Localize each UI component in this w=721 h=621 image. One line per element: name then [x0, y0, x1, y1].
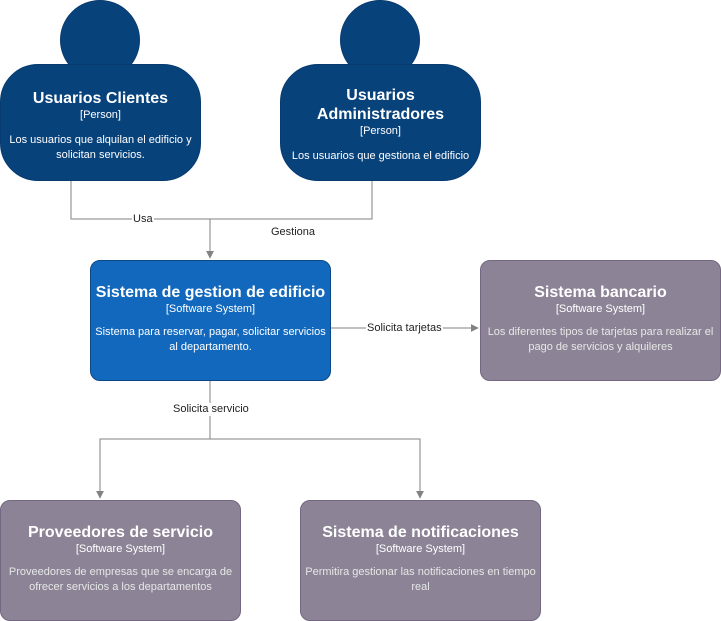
node-title: Sistema bancario: [534, 284, 667, 301]
node-description: Proveedores de empresas que se encarga d…: [8, 566, 233, 578]
node-title: Proveedores de servicio: [28, 524, 213, 541]
edge-solicita-servicio-notificaciones: [210, 438, 424, 499]
node-description: Los usuarios que alquilan el edificio y: [9, 134, 192, 146]
node-title: Sistema de notificaciones: [322, 524, 519, 541]
person-usuarios-clientes[interactable]: Usuarios Clientes [Person] Los usuarios …: [0, 64, 201, 181]
edge-label-gestiona: Gestiona: [270, 226, 317, 239]
node-description: solicitan servicios.: [56, 149, 145, 161]
system-bancario[interactable]: Sistema bancario [Software System] Los d…: [480, 260, 721, 381]
node-description: al departamento.: [169, 341, 252, 353]
system-gestion-edificio[interactable]: Sistema de gestion de edificio [Software…: [90, 260, 331, 381]
node-description: Los usuarios que gestiona el edificio: [291, 150, 470, 162]
node-stereotype: [Software System]: [165, 303, 256, 315]
edge-gestiona: [210, 180, 373, 220]
edge-solicita-servicio-proveedores: [96, 438, 210, 499]
node-title: Usuarios Clientes: [32, 90, 169, 107]
node-title: Sistema de gestion de edificio: [95, 284, 326, 301]
node-description: ofrecer servicios a los departamentos: [29, 581, 212, 593]
node-description: Permitira gestionar las notificaciones e…: [305, 566, 536, 578]
node-stereotype: [Software System]: [555, 303, 646, 315]
node-title: Administradores: [316, 106, 445, 123]
node-stereotype: [Software System]: [75, 543, 166, 555]
system-proveedores-servicio[interactable]: Proveedores de servicio [Software System…: [0, 500, 241, 621]
node-description: Los diferentes tipos de tarjetas para re…: [487, 326, 714, 338]
edge-label-solicita-servicio: Solicita servicio: [172, 403, 250, 416]
node-description: Sistema para reservar, pagar, solicitar …: [95, 326, 326, 338]
person-usuarios-administradores[interactable]: Usuarios Administradores [Person] Los us…: [280, 64, 481, 181]
node-stereotype: [Person]: [360, 125, 401, 137]
node-stereotype: [Person]: [80, 109, 121, 121]
node-description: pago de servicios y alquileres: [528, 341, 673, 353]
node-stereotype: [Software System]: [375, 543, 466, 555]
node-description: real: [411, 581, 430, 593]
system-notificaciones[interactable]: Sistema de notificaciones [Software Syst…: [300, 500, 541, 621]
edge-label-solicita-tarjetas: Solicita tarjetas: [366, 322, 443, 335]
node-title: Usuarios: [346, 87, 415, 104]
edge-label-usa: Usa: [132, 213, 154, 226]
